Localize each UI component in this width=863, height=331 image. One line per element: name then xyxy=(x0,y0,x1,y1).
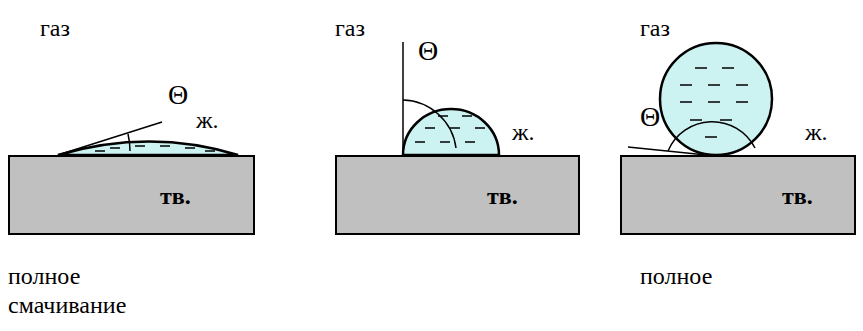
angle-symbol: Θ xyxy=(168,78,188,112)
medium-label: газ xyxy=(640,14,670,43)
medium-label: газ xyxy=(40,14,70,43)
tangent-line xyxy=(402,42,404,155)
solid-block: тв. xyxy=(335,155,580,235)
tangent-line xyxy=(58,122,162,155)
angle-arc xyxy=(128,134,130,151)
medium-label: ж. xyxy=(512,118,535,147)
caption-label: полное xyxy=(640,262,712,291)
angle-symbol: Θ xyxy=(640,100,660,134)
medium-label: газ xyxy=(335,14,365,43)
medium-label: ж. xyxy=(196,106,219,135)
angle-arc xyxy=(668,122,755,151)
liquid-hatching xyxy=(95,146,215,151)
solid-block: тв. xyxy=(620,155,856,235)
phase-label: тв. xyxy=(487,183,518,210)
angle-symbol: Θ xyxy=(418,34,438,68)
solid-block: тв. xyxy=(8,155,255,235)
liquid-drop xyxy=(58,142,238,156)
angle-arc xyxy=(403,100,456,148)
caption-label: полное смачивание xyxy=(8,262,158,320)
phase-label: тв. xyxy=(160,183,191,210)
liquid-drop xyxy=(660,43,772,155)
phase-label: тв. xyxy=(782,183,813,210)
medium-label: ж. xyxy=(805,118,828,147)
